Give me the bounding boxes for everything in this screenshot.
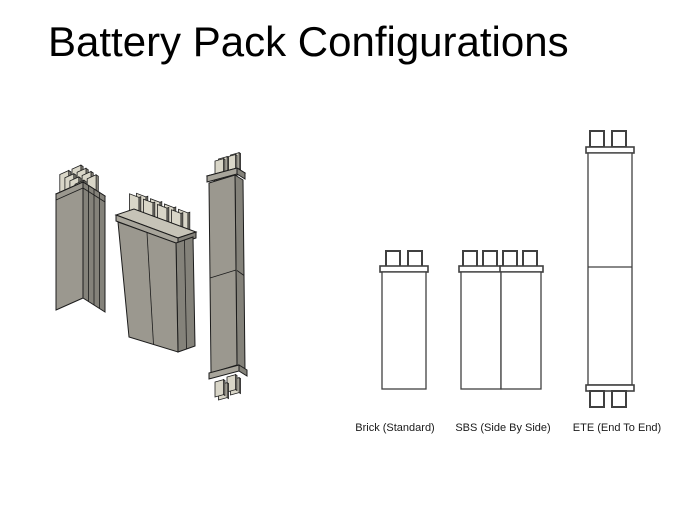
ete-3d-top-tabs — [214, 151, 241, 179]
battery-pack-3d-sbs-icon — [114, 192, 198, 353]
label-brick-standard: Brick (Standard) — [355, 422, 435, 434]
isometric-pack-group — [54, 151, 248, 401]
battery-pack-3d-ete-icon — [205, 151, 248, 401]
label-sbs-side-by-side: SBS (Side By Side) — [455, 422, 551, 434]
ete-3d-bottom-tabs — [214, 373, 241, 401]
battery-diagram-sbs-icon — [458, 250, 544, 390]
battery-diagram-brick-icon — [379, 250, 429, 390]
battery-pack-3d-brick-icon — [54, 164, 107, 313]
diagram-2d-group — [379, 130, 635, 408]
label-ete-end-to-end: ETE (End To End) — [572, 422, 662, 434]
page-title: Battery Pack Configurations — [48, 18, 569, 65]
battery-diagram-ete-icon — [585, 130, 635, 408]
